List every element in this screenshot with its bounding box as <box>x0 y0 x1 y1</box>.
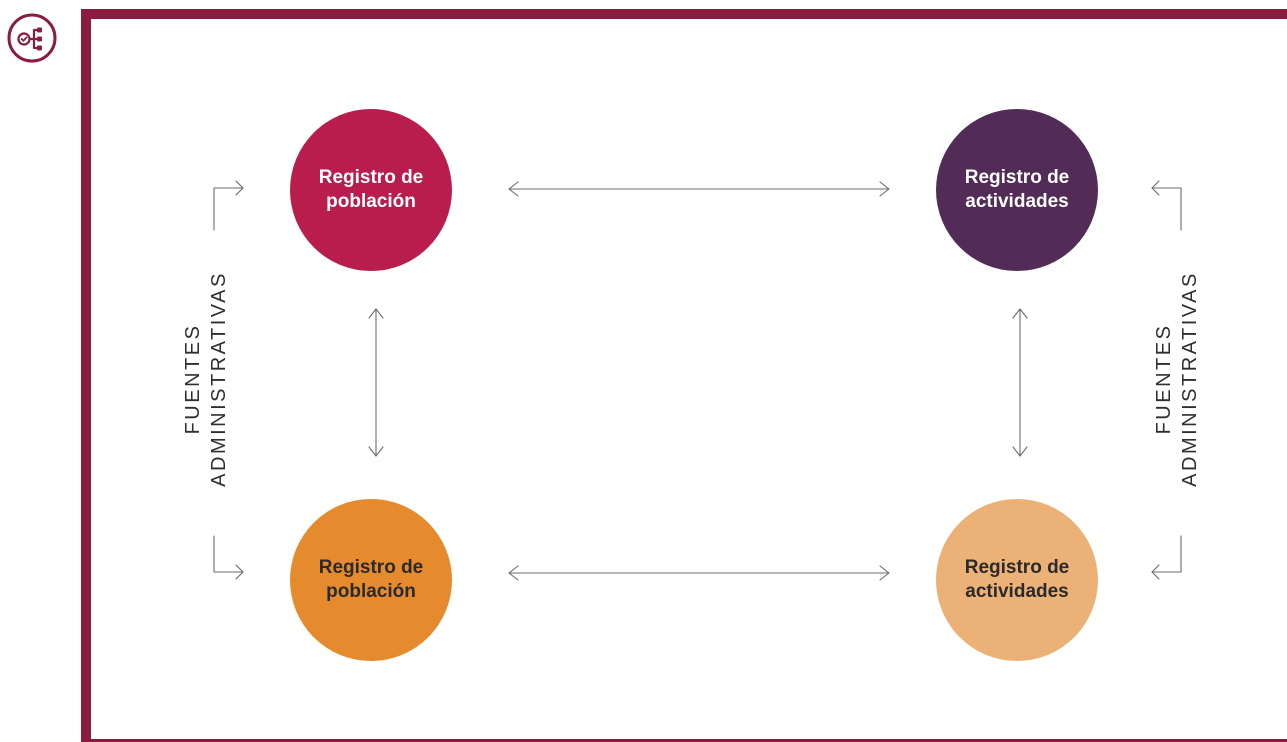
node-label-line1: Registro de <box>964 557 1070 578</box>
node-registro-actividades-bottom: Registro de actividades <box>936 499 1098 661</box>
side-label-line1: FUENTES <box>182 323 204 435</box>
node-registro-poblacion-top: Registro de población <box>290 109 452 271</box>
node-label-line2: población <box>326 191 416 212</box>
node-label-line1: Registro de <box>318 167 424 188</box>
node-label-line2: población <box>326 581 416 602</box>
node-label-line1: Registro de <box>964 167 1070 188</box>
side-label-line1: FUENTES <box>1153 323 1175 435</box>
diagram-frame <box>81 9 1287 742</box>
side-label-line2: ADMINISTRATIVAS <box>1179 271 1201 487</box>
node-label-line1: Registro de <box>318 557 424 578</box>
node-label-line2: actividades <box>965 581 1069 602</box>
node-registro-actividades-top: Registro de actividades <box>936 109 1098 271</box>
side-label-line2: ADMINISTRATIVAS <box>208 271 230 487</box>
node-registro-poblacion-bottom: Registro de población <box>290 499 452 661</box>
node-label-line2: actividades <box>965 191 1069 212</box>
hierarchy-check-icon <box>7 13 57 63</box>
side-label-left: FUENTES ADMINISTRATIVAS <box>180 244 240 514</box>
side-label-right: FUENTES ADMINISTRATIVAS <box>1151 244 1211 514</box>
